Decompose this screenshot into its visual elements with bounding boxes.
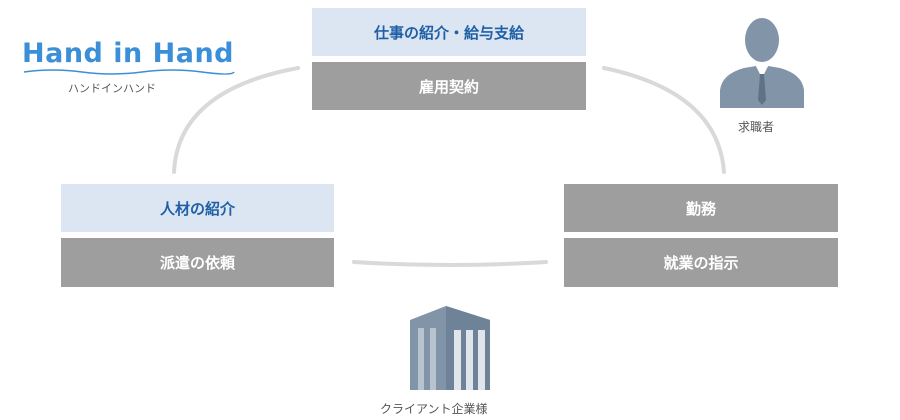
box-work-instructions: 就業の指示 [564,238,838,287]
box-employment-contract: 雇用契約 [312,62,586,110]
job-seeker-label: 求職者 [738,120,775,134]
box-work: 勤務 [564,184,838,232]
logo-title: Hand in Hand [22,38,235,69]
arc-bottom [352,260,548,267]
logo-subtitle: ハンドインハンド [68,82,156,95]
box-staff-introduction: 人材の紹介 [61,184,334,232]
box-job-introduction-salary: 仕事の紹介・給与支給 [312,8,586,56]
box-dispatch-request: 派遣の依頼 [61,238,334,287]
logo-underline-icon [23,69,235,75]
client-company-label: クライアント企業様 [380,402,488,416]
arc-top-right [602,66,726,174]
person-icon [720,18,804,108]
arc-top-left [172,66,300,174]
building-icon [410,306,490,390]
